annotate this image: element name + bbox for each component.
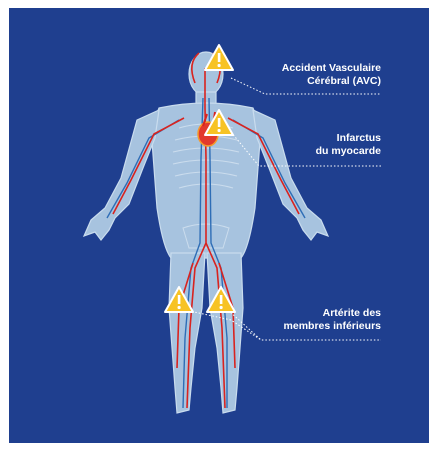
label-infarctus: Infarctus du myocarde — [316, 132, 381, 158]
label-arterite: Artérite des membres inférieurs — [284, 307, 381, 333]
label-infarctus-line2: du myocarde — [316, 145, 381, 158]
label-arterite-line2: membres inférieurs — [284, 320, 381, 333]
label-arterite-line1: Artérite des — [284, 307, 381, 320]
label-avc: Accident Vasculaire Cérébral (AVC) — [282, 62, 381, 88]
illustration-panel: Accident Vasculaire Cérébral (AVC) Infar… — [9, 8, 429, 443]
label-avc-line1: Accident Vasculaire — [282, 62, 381, 75]
label-infarctus-line1: Infarctus — [316, 132, 381, 145]
label-avc-line2: Cérébral (AVC) — [282, 75, 381, 88]
